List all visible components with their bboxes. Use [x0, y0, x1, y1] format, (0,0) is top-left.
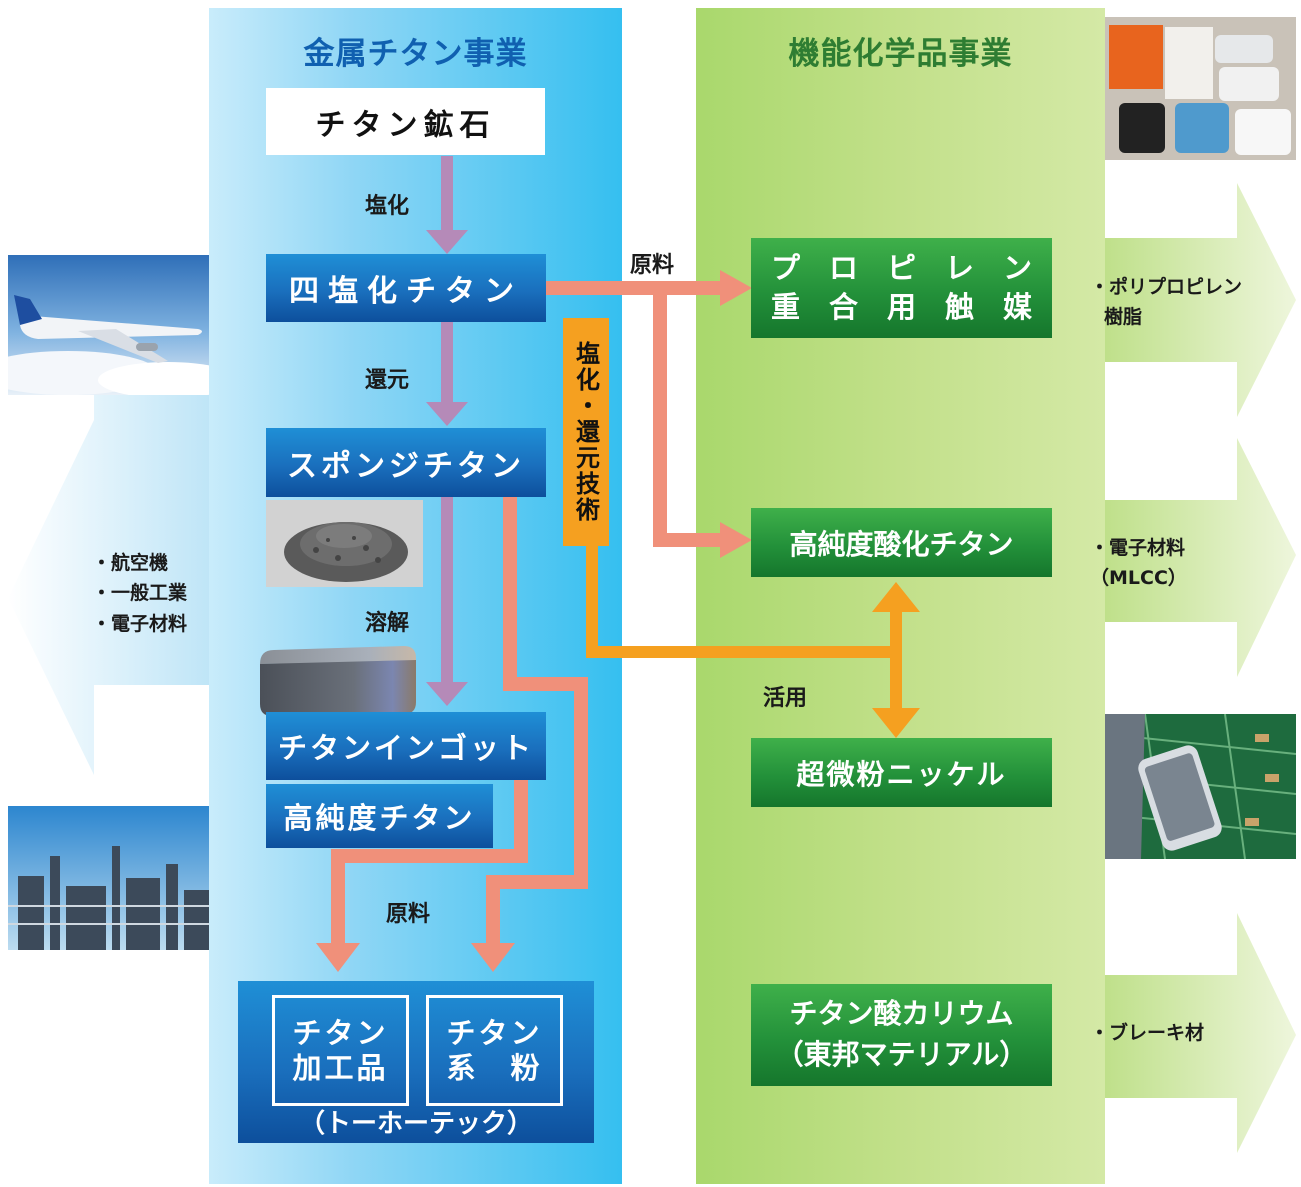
ore-box: チタン鉱石 — [266, 88, 545, 155]
sponge-titanium-box: スポンジチタン — [266, 428, 546, 497]
titanium-powder-line2: 系 粉 — [446, 1050, 543, 1085]
processed-products-line1: チタン — [292, 1015, 389, 1050]
application-brake: ・ブレーキ材 — [1090, 1022, 1205, 1044]
processed-products-line2: 加工品 — [292, 1050, 389, 1085]
titanium-powder-line1: チタン — [446, 1015, 543, 1050]
step-melting-label: 溶解 — [365, 611, 410, 636]
arrow-sponge-to-ingot — [441, 497, 453, 687]
chemical-business-title: 機能化学品事業 — [788, 36, 1013, 72]
application-aircraft: ・航空機 — [92, 552, 169, 574]
technology-box: 塩化・還元技術 — [563, 318, 609, 546]
titanate-box: チタン酸カリウム （東邦マテリアル） — [751, 984, 1052, 1086]
processed-products-frame: チタン 加工品 — [272, 995, 409, 1106]
utilize-label: 活用 — [763, 686, 808, 711]
plastic-containers-photo — [1105, 17, 1296, 160]
catalyst-line1: プ ロ ピ レ ン — [770, 250, 1032, 285]
arrow-ore-to-ticl4 — [441, 156, 453, 236]
sponge-titanium-photo — [266, 500, 423, 587]
industrial-plant-photo — [8, 806, 209, 950]
subsidiary-label: （トーホーテック） — [298, 1109, 533, 1139]
arrow-technology-utilize — [586, 545, 896, 658]
step-chlorination-label: 塩化 — [365, 194, 410, 219]
polypropylene-line2: 樹脂 — [1104, 306, 1143, 329]
catalyst-box: プ ロ ピ レ ン 重 合 用 触 媒 — [751, 238, 1052, 338]
left-application-arrow — [8, 318, 209, 775]
ticl4-box: 四塩化チタン — [266, 254, 546, 322]
application-general-industry: ・一般工業 — [92, 582, 188, 605]
right-arrow-polypropylene — [1105, 183, 1296, 417]
step-reduction-label: 還元 — [365, 368, 410, 393]
application-polypropylene: ・ポリプロピレン 樹脂 — [1090, 272, 1242, 333]
electronic-materials-line1: ・電子材料 — [1090, 537, 1186, 559]
application-electronics: ・電子材料 — [92, 612, 188, 635]
arrow-ticl4-to-sponge — [441, 322, 453, 407]
material-label-lower: 原料 — [386, 902, 431, 927]
titanate-line1: チタン酸カリウム — [789, 997, 1014, 1031]
catalyst-line2: 重 合 用 触 媒 — [770, 290, 1032, 324]
metal-business-title: 金属チタン事業 — [303, 36, 528, 72]
ingot-box: チタンインゴット — [266, 712, 546, 780]
arrow-ticl4-to-tio2 — [653, 288, 722, 547]
material-label-upper: 原料 — [630, 253, 675, 278]
nickel-box: 超微粉ニッケル — [751, 738, 1052, 807]
titanium-products-box: チタン 加工品 チタン 系 粉 （トーホーテック） — [238, 981, 594, 1143]
titanium-powder-frame: チタン 系 粉 — [426, 995, 563, 1106]
application-electronic-materials: ・電子材料 （MLCC） — [1090, 533, 1187, 594]
high-purity-titanium-box: 高純度チタン — [266, 784, 493, 848]
titanate-line2: （東邦マテリアル） — [775, 1038, 1028, 1071]
ingot-photo — [254, 640, 420, 720]
aircraft-photo — [8, 255, 209, 395]
arrow-ingot-to-processed — [331, 780, 528, 948]
arrow-sponge-to-powder — [486, 497, 588, 948]
polypropylene-line1: ・ポリプロピレン — [1090, 276, 1243, 298]
right-arrow-electronics — [1105, 438, 1296, 677]
left-application-list: ・航空機 ・一般工業 ・電子材料 — [92, 548, 187, 639]
electronics-circuit-photo — [1105, 714, 1296, 859]
right-arrow-brake — [1105, 913, 1296, 1153]
electronic-materials-line2: （MLCC） — [1090, 567, 1187, 590]
tio2-box: 高純度酸化チタン — [751, 508, 1052, 577]
